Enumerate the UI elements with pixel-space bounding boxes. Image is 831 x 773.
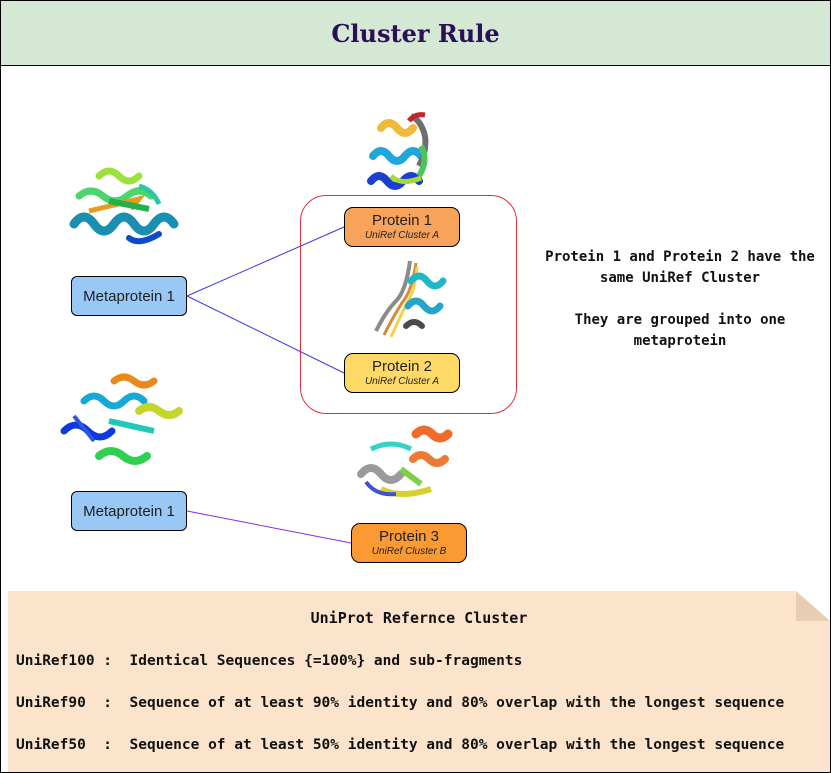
row-name: UniRef100: [16, 653, 95, 669]
row-desc: Sequence of at least 50% identity and 80…: [129, 737, 785, 753]
row-desc: Sequence of at least 90% identity and 80…: [129, 695, 785, 711]
row-name: UniRef50: [16, 737, 86, 753]
note-body: [8, 591, 830, 772]
uniref50-row: UniRef50 : Sequence of at least 50% iden…: [16, 737, 784, 753]
metaprotein-label: Metaprotein 1: [83, 502, 175, 520]
connector-meta1-protein1: [186, 226, 345, 297]
row-sep: :: [85, 737, 130, 753]
protein-name: Protein 1: [371, 212, 433, 229]
uniref100-row: UniRef100 : Identical Sequences {=100%} …: [16, 653, 522, 669]
row-sep: :: [85, 695, 130, 711]
uniref-note: UniProt Refernce Cluster UniRef100 : Ide…: [8, 591, 830, 772]
protein-name: Protein 2: [371, 358, 433, 375]
protein-cluster: UniRef Cluster A: [364, 230, 440, 241]
row-sep: :: [94, 653, 130, 669]
note-title: UniProt Refernce Cluster: [310, 609, 528, 627]
title-bar: Cluster Rule: [1, 1, 830, 66]
row-desc: Identical Sequences {=100%} and sub-frag…: [129, 653, 523, 669]
protein-structure-icon: [374, 260, 447, 338]
protein-structure-icon: [69, 167, 179, 245]
explanation-line: Protein 1 and Protein 2 have the: [545, 249, 815, 265]
protein-structure-icon: [357, 425, 453, 497]
connector-meta2-protein3: [186, 510, 352, 544]
protein-structure-icon: [367, 112, 429, 190]
protein-name: Protein 3: [378, 528, 440, 545]
explanation-line: They are grouped into one: [574, 312, 786, 328]
uniref90-row: UniRef90 : Sequence of at least 90% iden…: [16, 695, 784, 711]
explanation-line: metaprotein: [633, 333, 727, 349]
row-name: UniRef90: [16, 695, 86, 711]
connector-meta1-protein2: [186, 295, 345, 374]
protein-2-node[interactable]: Protein 2 UniRef Cluster A: [344, 353, 460, 393]
page-title: Cluster Rule: [331, 18, 500, 48]
protein-cluster: UniRef Cluster A: [364, 376, 440, 387]
uniref-cluster-a-group: [300, 195, 517, 414]
metaprotein-1-node[interactable]: Metaprotein 1: [71, 276, 187, 316]
protein-1-node[interactable]: Protein 1 UniRef Cluster A: [344, 207, 460, 247]
metaprotein-label: Metaprotein 1: [83, 287, 175, 305]
protein-cluster: UniRef Cluster B: [371, 546, 447, 557]
explanation-text: Protein 1 and Protein 2 have the same Un…: [531, 247, 829, 352]
metaprotein-2-node[interactable]: Metaprotein 1: [71, 491, 187, 531]
protein-structure-icon: [60, 373, 183, 465]
protein-3-node[interactable]: Protein 3 UniRef Cluster B: [351, 523, 467, 563]
explanation-line: same UniRef Cluster: [599, 270, 761, 286]
